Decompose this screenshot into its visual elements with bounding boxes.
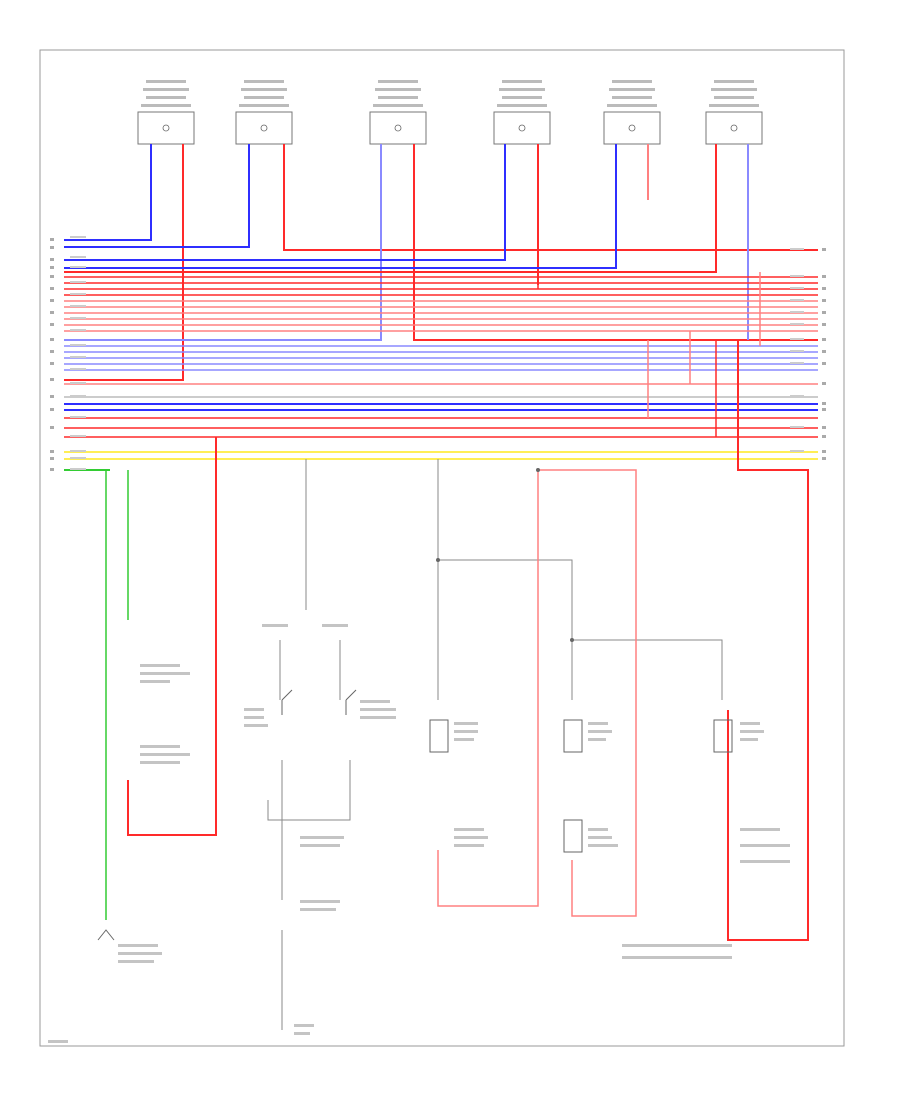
relay-switch-icon xyxy=(713,719,733,753)
connector-box-5 xyxy=(603,111,661,145)
diagram-frame xyxy=(39,49,845,1047)
component-symbols xyxy=(97,468,733,941)
drop-3-blue xyxy=(64,144,382,341)
drop-5-blue xyxy=(64,144,617,269)
relay-switch-icon xyxy=(563,719,583,753)
connector-symbols xyxy=(162,124,738,132)
drop-2-blue xyxy=(64,144,250,248)
relay-switch-icon xyxy=(563,819,583,853)
ground-icon xyxy=(97,929,115,941)
drop-4-blue xyxy=(64,144,506,261)
drop-6-red xyxy=(64,144,717,273)
right-pin-ticks xyxy=(822,248,826,460)
switch-icon xyxy=(345,689,357,715)
connector-box-4 xyxy=(493,111,551,145)
switch-icon xyxy=(281,689,293,715)
gray-wires xyxy=(267,459,723,1030)
bus-lines xyxy=(64,276,818,471)
connector-box-6 xyxy=(705,111,763,145)
connector-box-3 xyxy=(369,111,427,145)
left-pin-ticks xyxy=(50,238,54,471)
drop-1-blue xyxy=(64,144,152,241)
connector-drops xyxy=(64,144,818,381)
left-wire-label-marks xyxy=(70,236,86,470)
top-connectors xyxy=(137,111,763,145)
drop-3-red xyxy=(413,144,818,341)
bus-connections xyxy=(537,272,809,941)
junction-dot-icon xyxy=(570,638,574,642)
red-loop-left xyxy=(127,437,217,836)
red-wires-lower xyxy=(437,469,637,917)
green-wires xyxy=(105,470,129,920)
connector-box-1 xyxy=(137,111,195,145)
junction-dot-icon xyxy=(536,468,540,472)
right-wire-label-marks xyxy=(790,248,804,452)
connector-box-2 xyxy=(235,111,293,145)
junction-dot-icon xyxy=(436,558,440,562)
component-label-marks xyxy=(48,624,790,1043)
drop-2-red xyxy=(283,144,818,251)
connector-label-marks xyxy=(141,80,759,107)
drop-1-red xyxy=(64,144,184,381)
relay-switch-icon xyxy=(429,719,449,753)
